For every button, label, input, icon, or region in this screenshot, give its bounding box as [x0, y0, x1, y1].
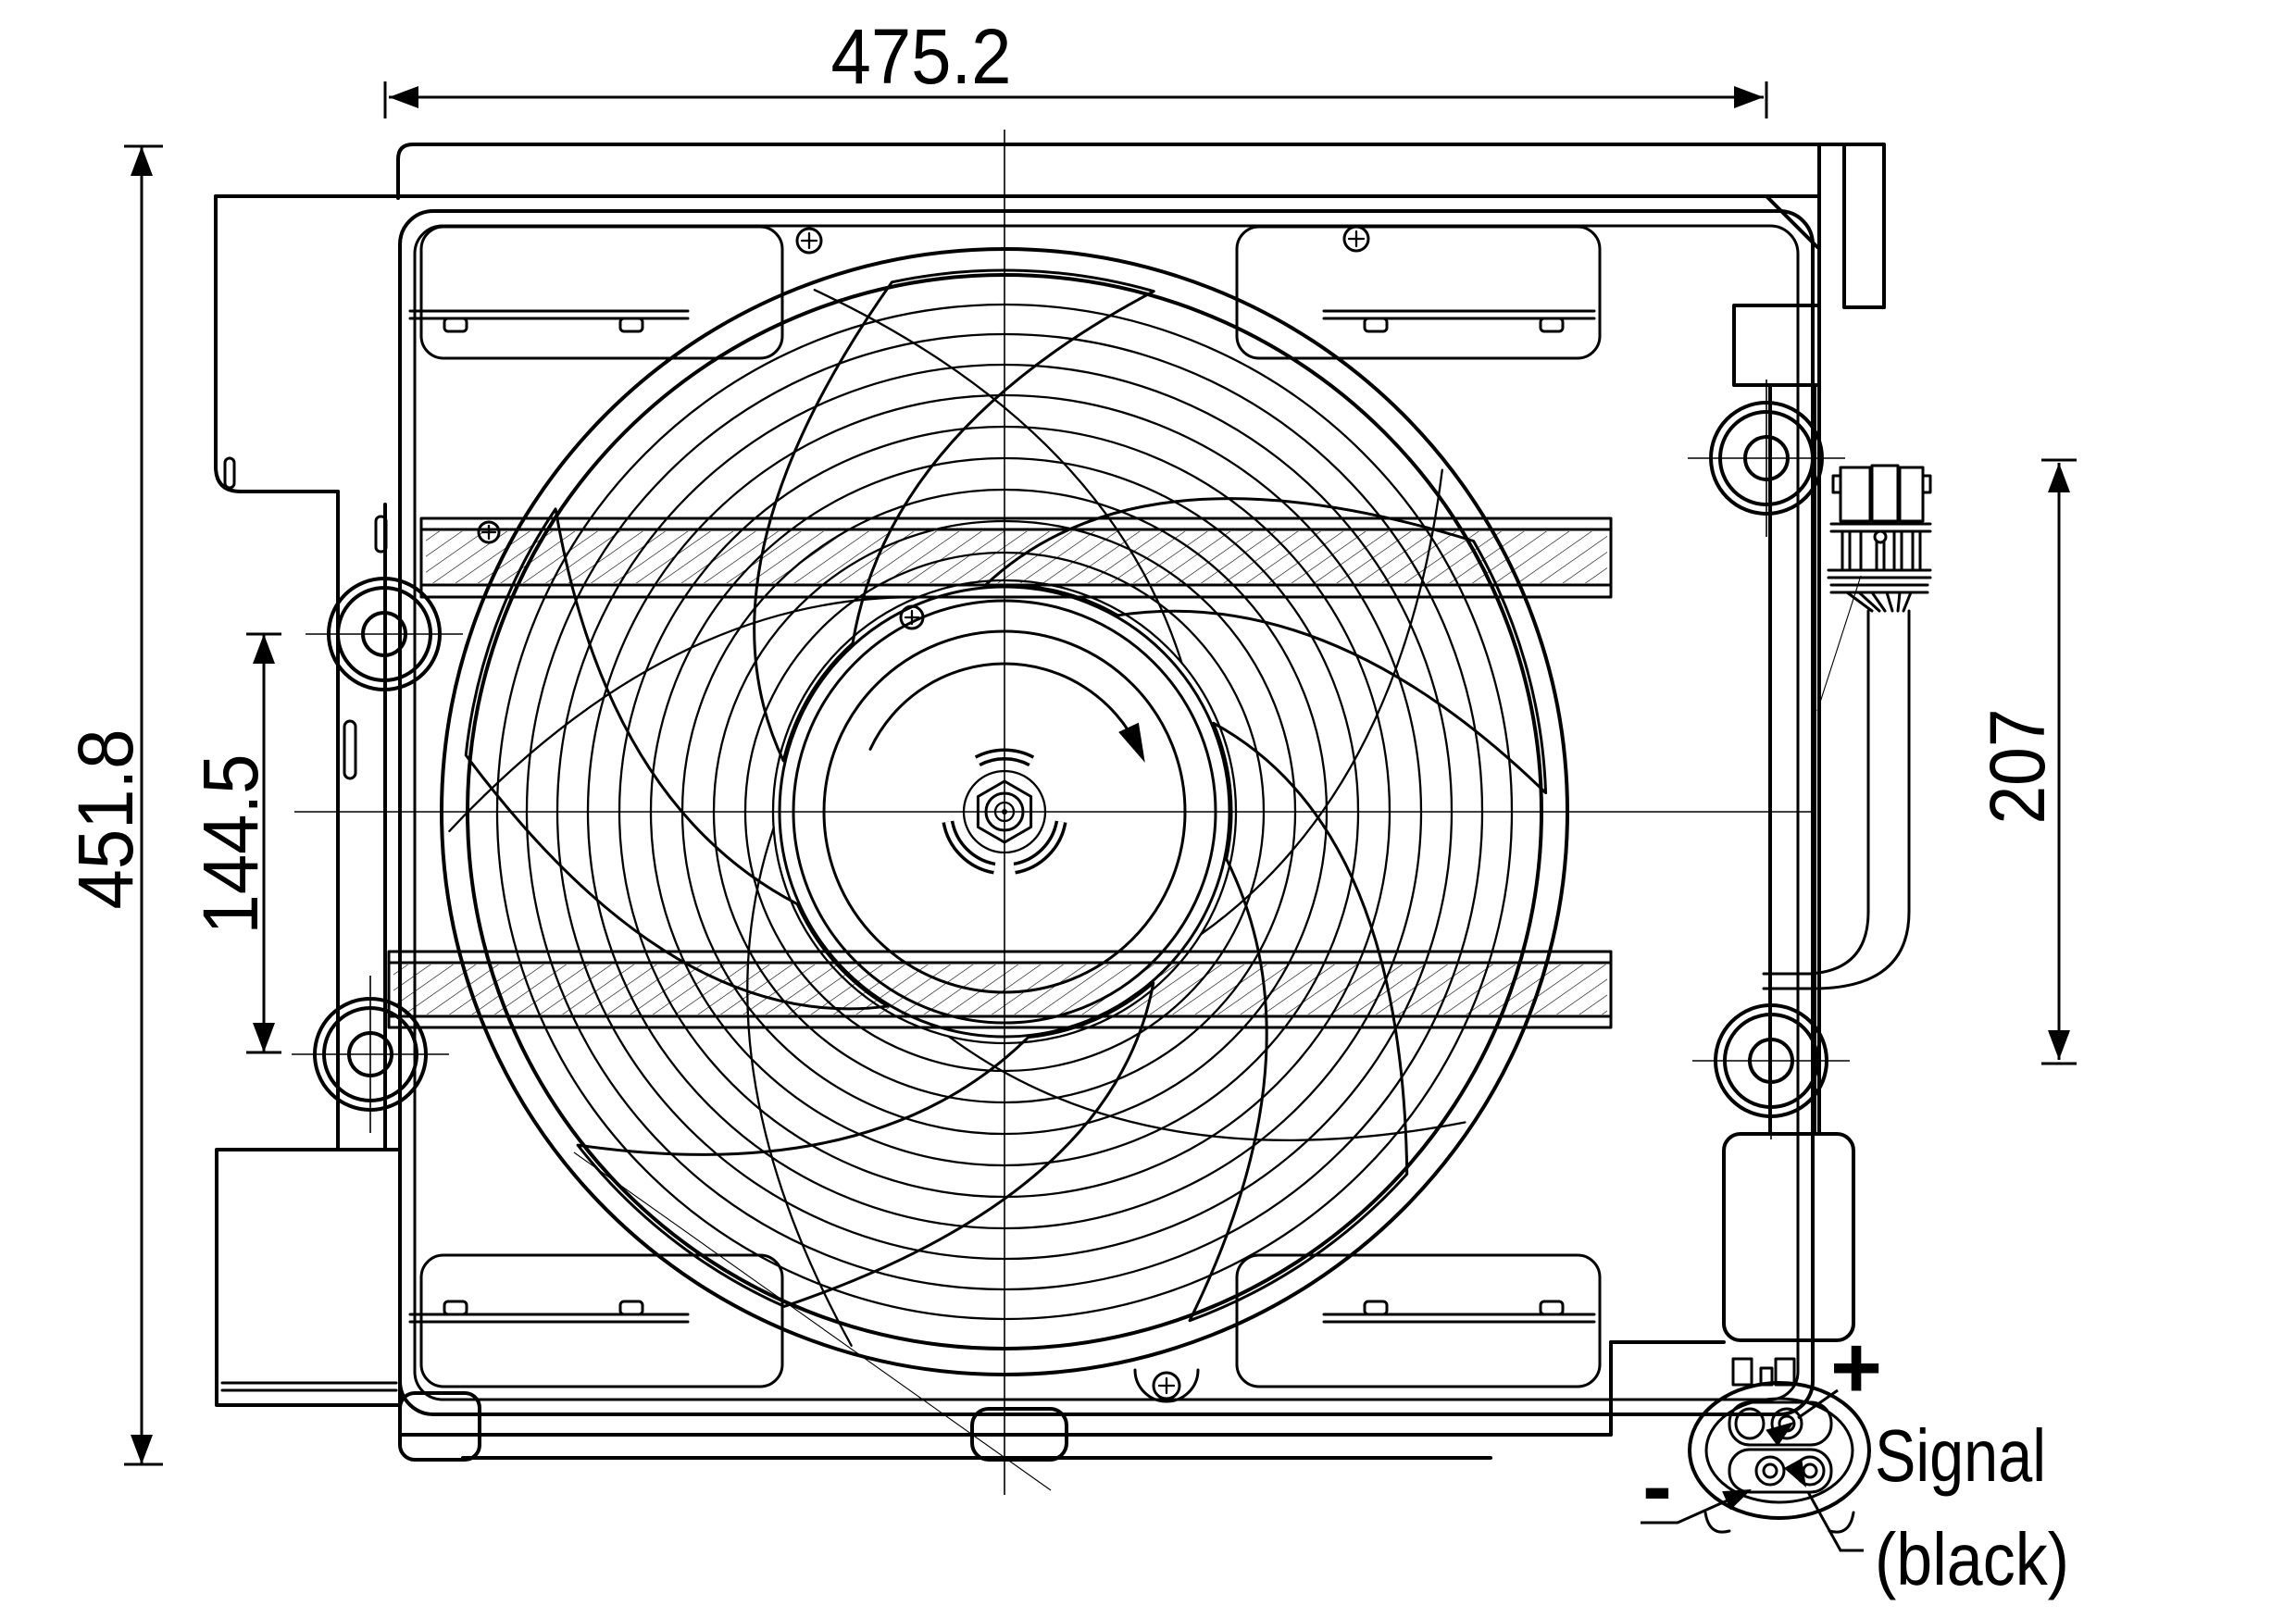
- lower-cross-bar: [387, 950, 1613, 1029]
- connector-pinout-detail: + - Signal (black): [1641, 1318, 2069, 1600]
- pin-hole-minus: [1754, 1455, 1786, 1487]
- dim-height-value: 451.8: [62, 729, 149, 910]
- dim-width-value: 475.2: [831, 13, 1012, 100]
- construction-lines: [573, 575, 1862, 1491]
- mounting-hole-top-left: [306, 555, 463, 713]
- upper-cross-bar: [419, 517, 1613, 599]
- mounting-hole-top-right: [1688, 380, 1845, 537]
- fan-shroud-frame: [214, 143, 1886, 1462]
- dim-right-holes-value: 207: [1974, 709, 2061, 825]
- mounting-hole-bottom-left: [292, 976, 449, 1133]
- connector-cable: [1762, 609, 1911, 990]
- pin-hole-plus: [1770, 1407, 1803, 1440]
- mounting-pads: [408, 225, 1602, 1388]
- power-connector-side-view: [1827, 464, 1932, 613]
- dim-left-holes-value: 144.5: [187, 754, 274, 935]
- fan-rotor-and-grille: [381, 198, 1569, 1385]
- dimension-left-hole-spacing-144: 144.5: [187, 632, 281, 1054]
- centerlines: [294, 130, 1813, 1495]
- leader-plus: [1797, 1388, 1839, 1420]
- leader-signal: [1806, 1491, 1864, 1552]
- label-plus: +: [1830, 1318, 1882, 1417]
- dimension-height-451: 451.8: [62, 144, 163, 1466]
- label-signal-color: (black): [1875, 1518, 2069, 1600]
- dimension-right-hole-spacing-207: 207: [1974, 458, 2077, 1065]
- label-signal: Signal: [1875, 1414, 2046, 1497]
- label-minus: -: [1642, 1437, 1672, 1536]
- leader-minus: [1641, 1490, 1747, 1525]
- pin-hole-empty: [1734, 1407, 1766, 1440]
- mounting-hole-bottom-right: [1692, 982, 1850, 1139]
- dimension-width-475: 475.2: [383, 13, 1768, 118]
- screws: [477, 225, 1370, 1403]
